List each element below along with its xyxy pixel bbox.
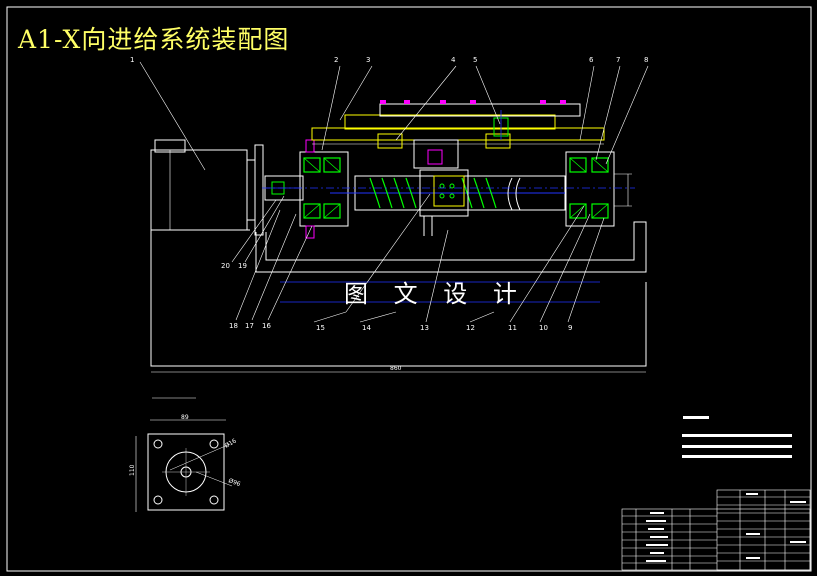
drawing-title: A1-X向进给系统装配图 [18,25,290,54]
worktable [344,114,556,130]
callout-10: 10 [539,324,548,332]
left-bearing-housing [299,139,349,239]
callout-3: 3 [366,56,370,64]
worktable-top [379,103,581,117]
detail-height-dim: 110 [129,464,136,476]
motor-mount-detail: 89 110 Ø16 Ø96 [129,397,241,512]
title-block-fill [646,493,806,562]
motor-flange [246,159,256,221]
assembly-front-view: 860 [130,56,649,373]
callout-14: 14 [362,324,371,332]
callout-5: 5 [473,56,477,64]
detail-bore-dim: Ø16 [224,437,238,449]
callout-11: 11 [508,324,517,332]
dimension-overall-length: 860 [390,365,402,372]
callout-18: 18 [229,322,238,330]
callout-15: 15 [316,324,325,332]
nut-bracket-bolt [427,149,443,165]
callout-7: 7 [616,56,620,64]
slide-block-left [377,133,403,149]
callout-4: 4 [451,56,456,64]
base-plate [150,230,647,367]
ball-nut [419,169,469,236]
frame-top-rail [311,127,605,141]
motor-leader [139,61,206,171]
bottom-callouts [231,193,605,323]
detail-width-dim: 89 [181,414,189,421]
motor-body [150,149,248,231]
callout-6: 6 [589,56,594,64]
nut-bracket [413,139,459,169]
detail-bolt-circle-dim: Ø96 [227,477,241,488]
callout-12: 12 [466,324,475,332]
callout-9: 9 [568,324,572,332]
callout-20: 20 [221,262,230,270]
sheet-border [6,6,812,572]
motor-connector [154,139,186,153]
callout-2: 2 [334,56,338,64]
top-callouts [321,65,649,165]
callout-19: 19 [238,262,247,270]
notes-block [682,416,792,458]
title-block [621,489,811,571]
mount-square [147,433,225,511]
frame-left-wall [255,221,647,273]
ball-screw [330,175,566,211]
callout-16: 16 [262,322,271,330]
fasteners [380,100,566,104]
callout-8: 8 [644,56,648,64]
callout-1: 1 [130,56,134,64]
motor-mount-plate [254,144,264,236]
callout-13: 13 [420,324,429,332]
watermark-text: 图 文 设 计 [344,280,526,308]
right-bearing-housing [565,151,632,227]
slide-block-right [485,133,511,149]
callout-17: 17 [245,322,254,330]
